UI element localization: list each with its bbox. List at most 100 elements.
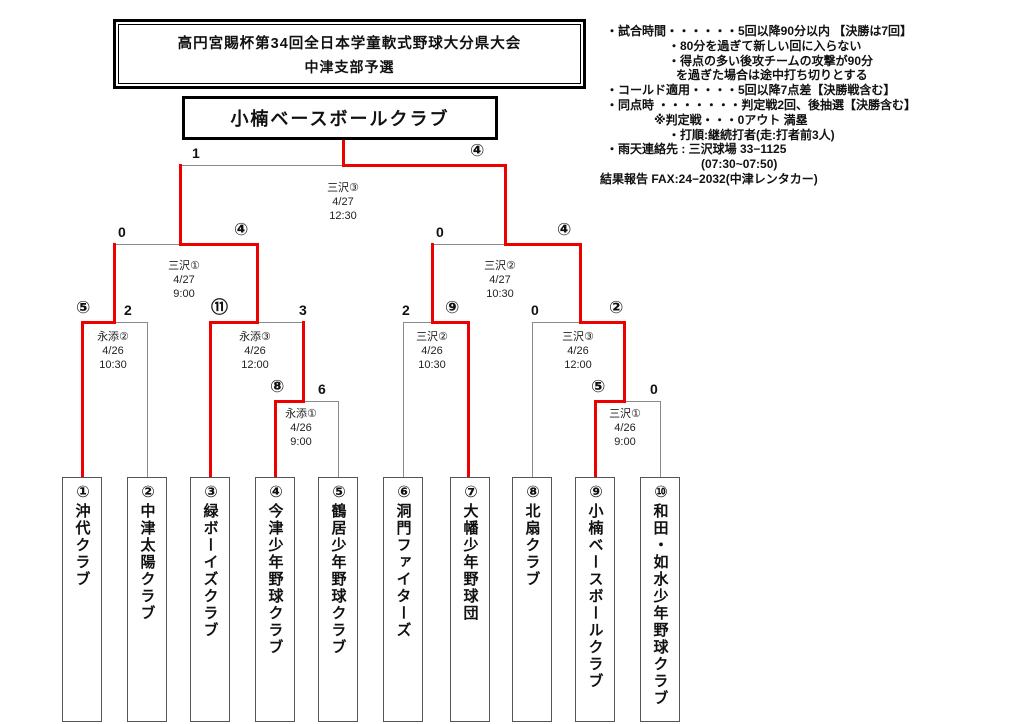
- score-qf3-right: ⑨: [445, 298, 460, 317]
- note-line: ・同点時 ・・・・・・・判定戦2回、後抽選【決勝含む】: [606, 97, 917, 112]
- match-time: 9:00: [290, 436, 312, 448]
- match-venue: 三沢③: [327, 182, 359, 194]
- score-sf2-right: ④: [557, 220, 572, 239]
- note-line: ・得点の多い後攻チームの攻撃が90分: [668, 53, 873, 68]
- match-time: 9:00: [614, 436, 636, 448]
- note-line-fax-report: 結果報告 FAX:24−2032(中津レンタカー): [600, 171, 818, 186]
- winner-path-line: [274, 400, 277, 477]
- champion-box: 小楠ベースボールクラブ: [182, 96, 498, 140]
- tournament-title-box: 高円宮賜杯第34回全日本学童軟式野球大分県大会 中津支部予選: [113, 19, 586, 89]
- note-line: ・コールド適用・・・・5回以降7点差【決勝戦含む】: [606, 83, 896, 98]
- team-seed-number: ①: [73, 482, 91, 503]
- match-time: 10:30: [486, 288, 514, 300]
- team-seed-number: ③: [201, 482, 219, 503]
- score-final-right: ④: [470, 141, 485, 160]
- match-date: 4/26: [244, 345, 266, 357]
- winner-path-line: [302, 321, 305, 402]
- score-r1b-right: 0: [650, 381, 658, 397]
- match-info-r1b: 三沢① 4/26 9:00: [583, 407, 667, 449]
- team-name: 大幡少年野球団: [461, 503, 479, 622]
- score-qf3-left: 2: [402, 302, 410, 318]
- winner-path-line: [579, 321, 626, 324]
- match-venue: 永添③: [239, 331, 271, 343]
- match-venue: 三沢③: [562, 331, 594, 343]
- score-r1a-left: ⑧: [270, 377, 285, 396]
- match-info-qf3: 三沢② 4/26 10:30: [390, 330, 474, 372]
- match-venue: 三沢②: [484, 260, 516, 272]
- winner-path-line: [209, 321, 258, 324]
- bracket-line: [403, 322, 432, 323]
- winner-path-line: [274, 400, 305, 403]
- score-r1a-right: 6: [318, 381, 326, 397]
- winner-path-line: [594, 400, 626, 403]
- note-line: ・試合時間・・・・・・5回以降90分以内 【決勝は7回】: [606, 24, 913, 38]
- team-seed-number: ⑦: [461, 482, 479, 503]
- match-time: 12:00: [241, 359, 269, 371]
- tournament-title-line1: 高円宮賜杯第34回全日本学童軟式野球大分県大会: [177, 35, 522, 52]
- team-name: 中津太陽クラブ: [138, 503, 156, 622]
- match-time: 9:00: [173, 288, 195, 300]
- team-box-7: ⑦大幡少年野球団: [450, 477, 490, 722]
- team-name: 今津少年野球クラブ: [266, 503, 284, 656]
- team-box-1: ①沖代クラブ: [62, 477, 102, 722]
- score-qf4-left: 0: [531, 302, 539, 318]
- winner-path-line: [81, 321, 84, 477]
- score-r1b-left: ⑤: [591, 377, 606, 396]
- match-time: 12:30: [329, 210, 357, 222]
- team-box-2: ②中津太陽クラブ: [127, 477, 167, 722]
- score-qf2-right: 3: [299, 302, 307, 318]
- note-line: ・打順:継続打者(走:打者前3人): [668, 127, 835, 142]
- note-line-rain-contact: ・雨天連絡先 : 三沢球場 33−1125: [606, 142, 787, 157]
- winner-path-line: [504, 164, 507, 246]
- match-venue: 永添①: [285, 408, 317, 420]
- score-sf1-left: 0: [118, 224, 126, 240]
- team-name: 北扇クラブ: [523, 503, 541, 588]
- winner-path-line: [594, 400, 597, 477]
- team-name: 鶴居少年野球クラブ: [329, 503, 347, 656]
- team-box-10: ⑩和田・如水少年野球クラブ: [640, 477, 680, 722]
- match-date: 4/26: [290, 422, 312, 434]
- match-time: 10:30: [418, 359, 446, 371]
- team-name: 緑ボーイズクラブ: [201, 503, 219, 639]
- team-seed-number: ⑩: [651, 482, 669, 503]
- winner-path-line: [431, 321, 470, 324]
- score-qf4-right: ②: [609, 298, 624, 317]
- team-seed-number: ⑨: [586, 482, 604, 503]
- bracket-line: [114, 322, 147, 323]
- note-line: を過ぎた場合は途中打ち切りとする: [676, 68, 868, 83]
- match-date: 4/26: [567, 345, 589, 357]
- winner-path-line: [579, 243, 582, 324]
- match-date: 4/26: [614, 422, 636, 434]
- match-info-qf2: 永添③ 4/26 12:00: [213, 330, 297, 372]
- rules-notes: ・試合時間・・・・・・5回以降90分以内 【決勝は7回】 ・80分を過ぎて新しい…: [600, 24, 1018, 187]
- bracket-line: [403, 322, 404, 477]
- champion-name: 小楠ベースボールクラブ: [230, 109, 450, 129]
- team-seed-number: ⑥: [394, 482, 412, 503]
- team-seed-number: ④: [266, 482, 284, 503]
- match-info-r1a: 永添① 4/26 9:00: [259, 407, 343, 449]
- team-box-8: ⑧北扇クラブ: [512, 477, 552, 722]
- match-venue: 三沢①: [168, 260, 200, 272]
- bracket-line: [147, 322, 148, 477]
- match-info-sf2: 三沢② 4/27 10:30: [458, 259, 542, 301]
- winner-path-line: [467, 321, 470, 477]
- match-date: 4/27: [173, 274, 195, 286]
- tournament-title-line2: 中津支部予選: [304, 58, 395, 75]
- bracket-line: [303, 401, 338, 402]
- match-info-sf1: 三沢① 4/27 9:00: [142, 259, 226, 301]
- bracket-line: [532, 322, 580, 323]
- team-seed-number: ②: [138, 482, 156, 503]
- winner-path-line: [256, 243, 259, 324]
- winner-path-line: [623, 321, 626, 402]
- score-qf1-right: 2: [124, 302, 132, 318]
- bracket-line: [338, 401, 339, 477]
- winner-path-line: [342, 164, 506, 167]
- team-name: 沖代クラブ: [73, 503, 91, 588]
- match-venue: 三沢②: [416, 331, 448, 343]
- note-line: ※判定戦・・・0アウト 満塁: [654, 112, 808, 127]
- match-date: 4/26: [421, 345, 443, 357]
- team-box-9: ⑨小楠ベースボールクラブ: [575, 477, 615, 722]
- bracket-line: [257, 322, 303, 323]
- bracket-line: [532, 322, 533, 477]
